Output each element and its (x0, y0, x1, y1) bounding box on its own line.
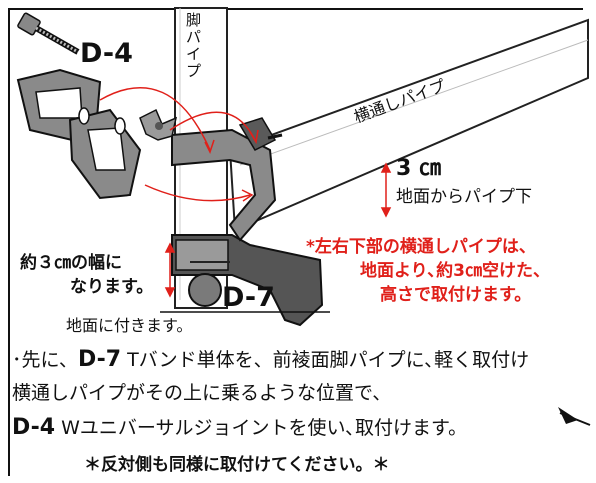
page-frame (8, 8, 583, 476)
instruction-line4: ＊反対側も同様に取付けてください。＊ (84, 455, 390, 475)
leg-pipe-char: プ (186, 62, 202, 80)
part-label-d7: D-7 (222, 282, 275, 313)
wing-nut-icon (139, 108, 178, 141)
instruction-text: Wユニバーサルジョイントを使い､取付けます。 (55, 417, 468, 439)
leg-pipe-char: イ (186, 45, 202, 63)
t-band-drawing (171, 234, 324, 327)
cross-pipe-drawing (228, 18, 589, 232)
instruction-prefix: ･先に、 (12, 349, 78, 371)
width-note-line1: 約３㎝の幅に (20, 253, 122, 273)
pointer-arrow-icon (558, 407, 591, 426)
instruction-line3: D-4 Wユニバーサルジョイントを使い､取付けます。 (12, 413, 467, 440)
ground-label: 地面に付きます。 (66, 316, 193, 335)
part-label-d4: D-4 (80, 38, 133, 69)
height-description: 地面からパイプ下 (396, 187, 532, 207)
bolt-icon (17, 12, 80, 55)
instruction-part-d7: D-7 (77, 347, 122, 372)
leg-pipe-char: パ (186, 28, 202, 46)
width-note-line2: なります。 (70, 277, 154, 297)
leg-pipe-char: 脚 (186, 11, 202, 29)
leg-pipe-label: 脚 パ イ プ (186, 12, 201, 80)
red-note-line3: 高さで取付けます。 (380, 285, 532, 305)
height-value: 3 ㎝ (396, 156, 441, 181)
instruction-line2: 横通しパイプがその上に乗るような位置で、 (12, 382, 392, 404)
arrow-icon (99, 86, 259, 202)
red-note-line2: 地面より､約3㎝空けた、 (360, 261, 550, 281)
instruction-part-d4: D-4 (12, 415, 56, 440)
u-bracket-icon (16, 68, 142, 200)
height-marker (164, 162, 392, 298)
instruction-text: Tバンド単体を、前裬面脚パイプに､軽く取付け (121, 349, 530, 371)
instruction-line1: ･先に、D-7 Tバンド単体を、前裬面脚パイプに､軽く取付け (12, 345, 529, 372)
red-note-line1: *左右下部の横通しパイプは、 (306, 237, 536, 257)
